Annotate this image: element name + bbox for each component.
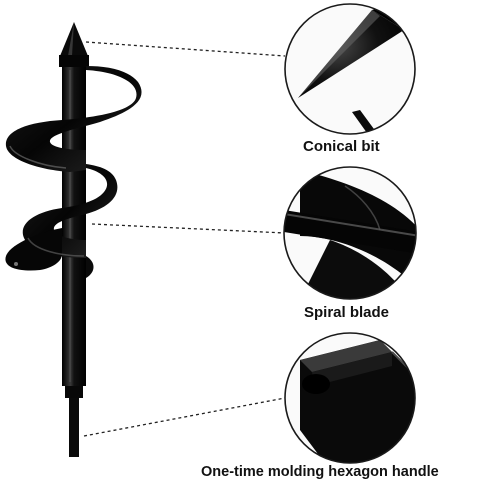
spiral-blade-upper xyxy=(5,66,142,172)
leader-line-spiral xyxy=(91,223,286,234)
detail-circle-conical-bit xyxy=(284,3,416,135)
conical-tip xyxy=(60,22,88,56)
hex-handle-rod xyxy=(69,395,79,457)
callout-label-conical-bit: Conical bit xyxy=(303,138,380,155)
leader-lines xyxy=(83,41,286,437)
detail-circle-spiral-blade xyxy=(283,166,417,300)
auger-shaft xyxy=(62,66,86,386)
callout-label-hexagon-handle: One-time molding hexagon handle xyxy=(201,464,439,480)
callout-label-spiral-blade: Spiral blade xyxy=(304,304,390,321)
leader-line-handle xyxy=(83,397,286,437)
spiral-blade-lower xyxy=(5,228,62,271)
detail-circle-hexagon-handle xyxy=(284,332,416,464)
leader-line-conical xyxy=(85,41,286,57)
auger-drill-bit xyxy=(5,22,142,457)
